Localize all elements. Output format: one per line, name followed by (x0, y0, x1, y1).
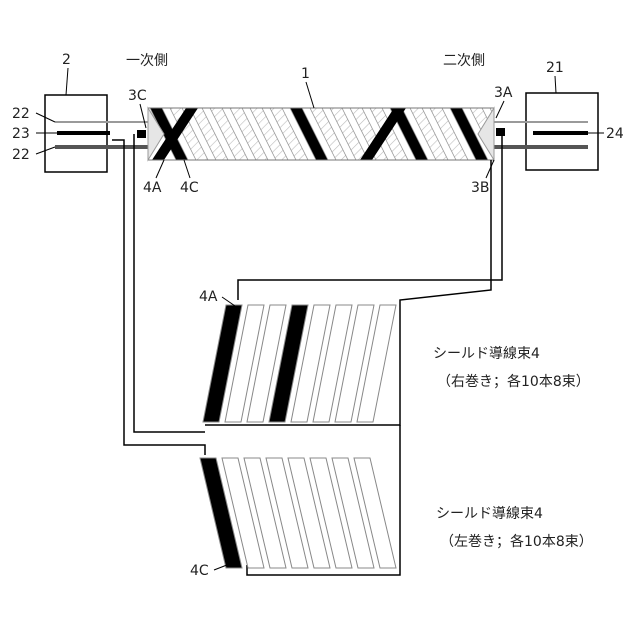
cable-leader (306, 82, 314, 108)
shield-bundle-right-hand (203, 305, 396, 422)
cable-shield-braid (148, 108, 528, 160)
wire-23-label: 23 (12, 126, 30, 142)
end-3b-label: 3B (471, 180, 490, 196)
right-hand-caption-note: （右巻き；各10本8束） (437, 374, 590, 390)
mark-4a-leader (156, 160, 164, 178)
left-box-label: 2 (62, 52, 71, 68)
right-box-label: 21 (546, 60, 564, 76)
terminal-3b (496, 128, 505, 136)
right-box-leader (555, 76, 556, 93)
mark-4c-leader (184, 160, 190, 178)
end-3c-label: 3C (128, 88, 147, 104)
wire-22-top-label: 22 (12, 106, 30, 122)
main-cable (148, 108, 528, 160)
wire-22-bottom-label: 22 (12, 147, 30, 163)
end-3c-leader (140, 104, 146, 128)
end-3a-leader (496, 101, 504, 118)
left-hand-caption-note: （左巻き；各10本8束） (440, 534, 593, 550)
left-box-leader (66, 68, 68, 95)
right-hand-caption-title: シールド導線束4 (433, 346, 540, 362)
end-3b-leader (486, 160, 494, 178)
mark-4a-label: 4A (143, 180, 162, 196)
left-hand-caption-title: シールド導線束4 (436, 506, 543, 522)
detail-4c-label: 4C (190, 563, 209, 579)
shield-bundle-left-hand (200, 458, 396, 568)
wire-24-label: 24 (606, 126, 624, 142)
cable-label: 1 (301, 66, 310, 82)
mark-4c-label: 4C (180, 180, 199, 196)
end-3a-label: 3A (494, 85, 513, 101)
primary-side-label: 一次側 (126, 53, 168, 69)
cable-braid-strand (490, 108, 528, 160)
right-wires (494, 122, 588, 147)
detail-4a-label: 4A (199, 289, 218, 305)
terminal-3c (137, 130, 146, 138)
secondary-side-label: 二次側 (443, 53, 485, 69)
left-wire-leaders (36, 113, 57, 154)
